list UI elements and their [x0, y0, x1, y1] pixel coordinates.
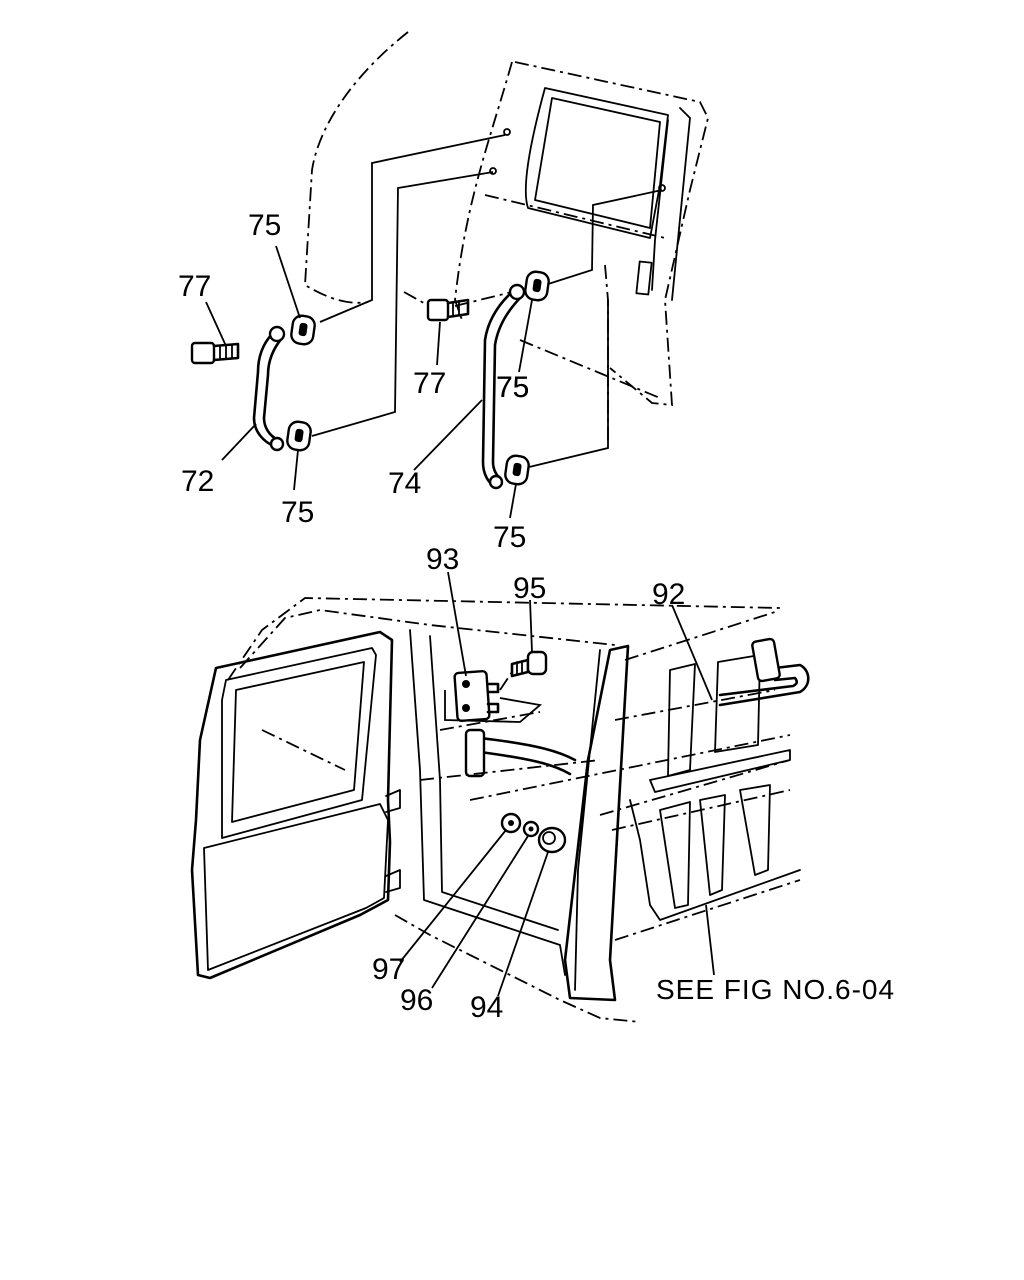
grab-handle-72 — [252, 325, 286, 452]
door-edge-inner — [651, 119, 669, 291]
bolt-77-right — [426, 298, 470, 322]
stake-pocket — [667, 654, 761, 777]
leader-95 — [529, 599, 533, 653]
mount-hole — [658, 184, 666, 192]
callout-label: 72 — [181, 465, 214, 498]
callout-label: 75 — [493, 521, 526, 554]
cab-front-outline — [304, 31, 409, 304]
callout-label: 75 — [496, 371, 529, 404]
door-slot — [635, 260, 653, 296]
leader-74 — [413, 399, 483, 471]
bracket-93 — [444, 670, 543, 723]
grab-handle-74 — [481, 283, 526, 490]
callout-label: 96 — [400, 984, 433, 1017]
callout-label: 75 — [248, 209, 281, 242]
bolt-guide-line — [499, 671, 513, 691]
rear-pillar — [563, 644, 630, 1002]
bed-side-outline — [629, 799, 801, 921]
door-lower-panel — [203, 803, 389, 971]
washer-96 — [522, 820, 540, 838]
door-window-outer — [221, 647, 377, 839]
callout-label: 77 — [178, 270, 211, 303]
callout-label: 95 — [513, 572, 546, 605]
door-glass-reflection — [261, 729, 346, 771]
guide-line — [311, 171, 494, 437]
rear-window-inner — [534, 97, 661, 229]
door-window-inner — [231, 661, 365, 823]
mount-hole — [503, 128, 511, 136]
washer-97 — [500, 812, 522, 834]
nut-94 — [537, 826, 567, 854]
reference-note: SEE FIG NO.6-04 — [656, 974, 895, 1005]
callout-label: 97 — [372, 953, 405, 986]
callout-label: 75 — [281, 496, 314, 529]
gasket-75-right-upper — [524, 270, 550, 302]
bolt-95 — [510, 650, 548, 678]
cab-roof-line — [454, 61, 513, 321]
leader-97 — [399, 829, 507, 963]
callout-label: 74 — [388, 467, 421, 500]
leader-77-right — [436, 321, 441, 366]
cab-roof-inner — [239, 609, 616, 669]
bed-rib — [649, 749, 791, 909]
door-opening-frame-inner — [429, 635, 559, 931]
bed-bottom-line — [614, 879, 801, 941]
guide-line — [319, 134, 506, 323]
mount-hole — [489, 167, 497, 175]
callout-label: 92 — [652, 578, 685, 611]
door-outer — [190, 630, 394, 980]
leader-72 — [221, 423, 257, 461]
leader-94 — [497, 851, 549, 997]
rear-window-frame — [524, 87, 669, 239]
upper-view: 77 75 75 72 75 77 75 74 75 — [178, 31, 709, 554]
callout-label: 75 — [496, 371, 529, 404]
leader-75-bottom-left — [293, 449, 299, 491]
callout-label: 77 — [413, 367, 446, 400]
guide-line — [544, 189, 663, 286]
bed-top-rail — [614, 611, 776, 721]
gasket-75-right-lower — [504, 454, 530, 486]
rear-pillar-edge — [574, 649, 601, 991]
cab-belt-line — [484, 194, 666, 399]
leader-75-top-left — [275, 245, 301, 319]
leader-75-bottom-right — [509, 483, 517, 519]
leader-see-fig — [705, 904, 715, 976]
leader-92 — [671, 604, 713, 701]
bolt-77-left — [190, 341, 240, 365]
rail-hidden-line — [419, 711, 601, 781]
gasket-75-left-lower — [286, 420, 312, 452]
leader-93 — [447, 571, 467, 677]
leader-96 — [431, 835, 529, 989]
leader-75-mid-right — [518, 299, 533, 373]
door-opening-frame — [409, 629, 566, 976]
gasket-75-left-upper — [290, 314, 316, 346]
leader-77-left — [205, 301, 227, 347]
rail-bracket-front — [464, 728, 486, 778]
callout-label: 94 — [470, 991, 503, 1024]
rail-bracket-rear — [751, 637, 781, 683]
cab-roof-outline — [227, 597, 781, 681]
door-hinge — [385, 869, 401, 893]
door-edge — [671, 107, 691, 301]
door-hinge — [385, 789, 401, 813]
lower-view: 93 95 92 97 96 94 SEE FIG NO.6-04 — [190, 543, 895, 1024]
guide-line — [524, 300, 609, 469]
callout-label: 93 — [426, 543, 459, 576]
bed-rail-92 — [464, 637, 810, 778]
